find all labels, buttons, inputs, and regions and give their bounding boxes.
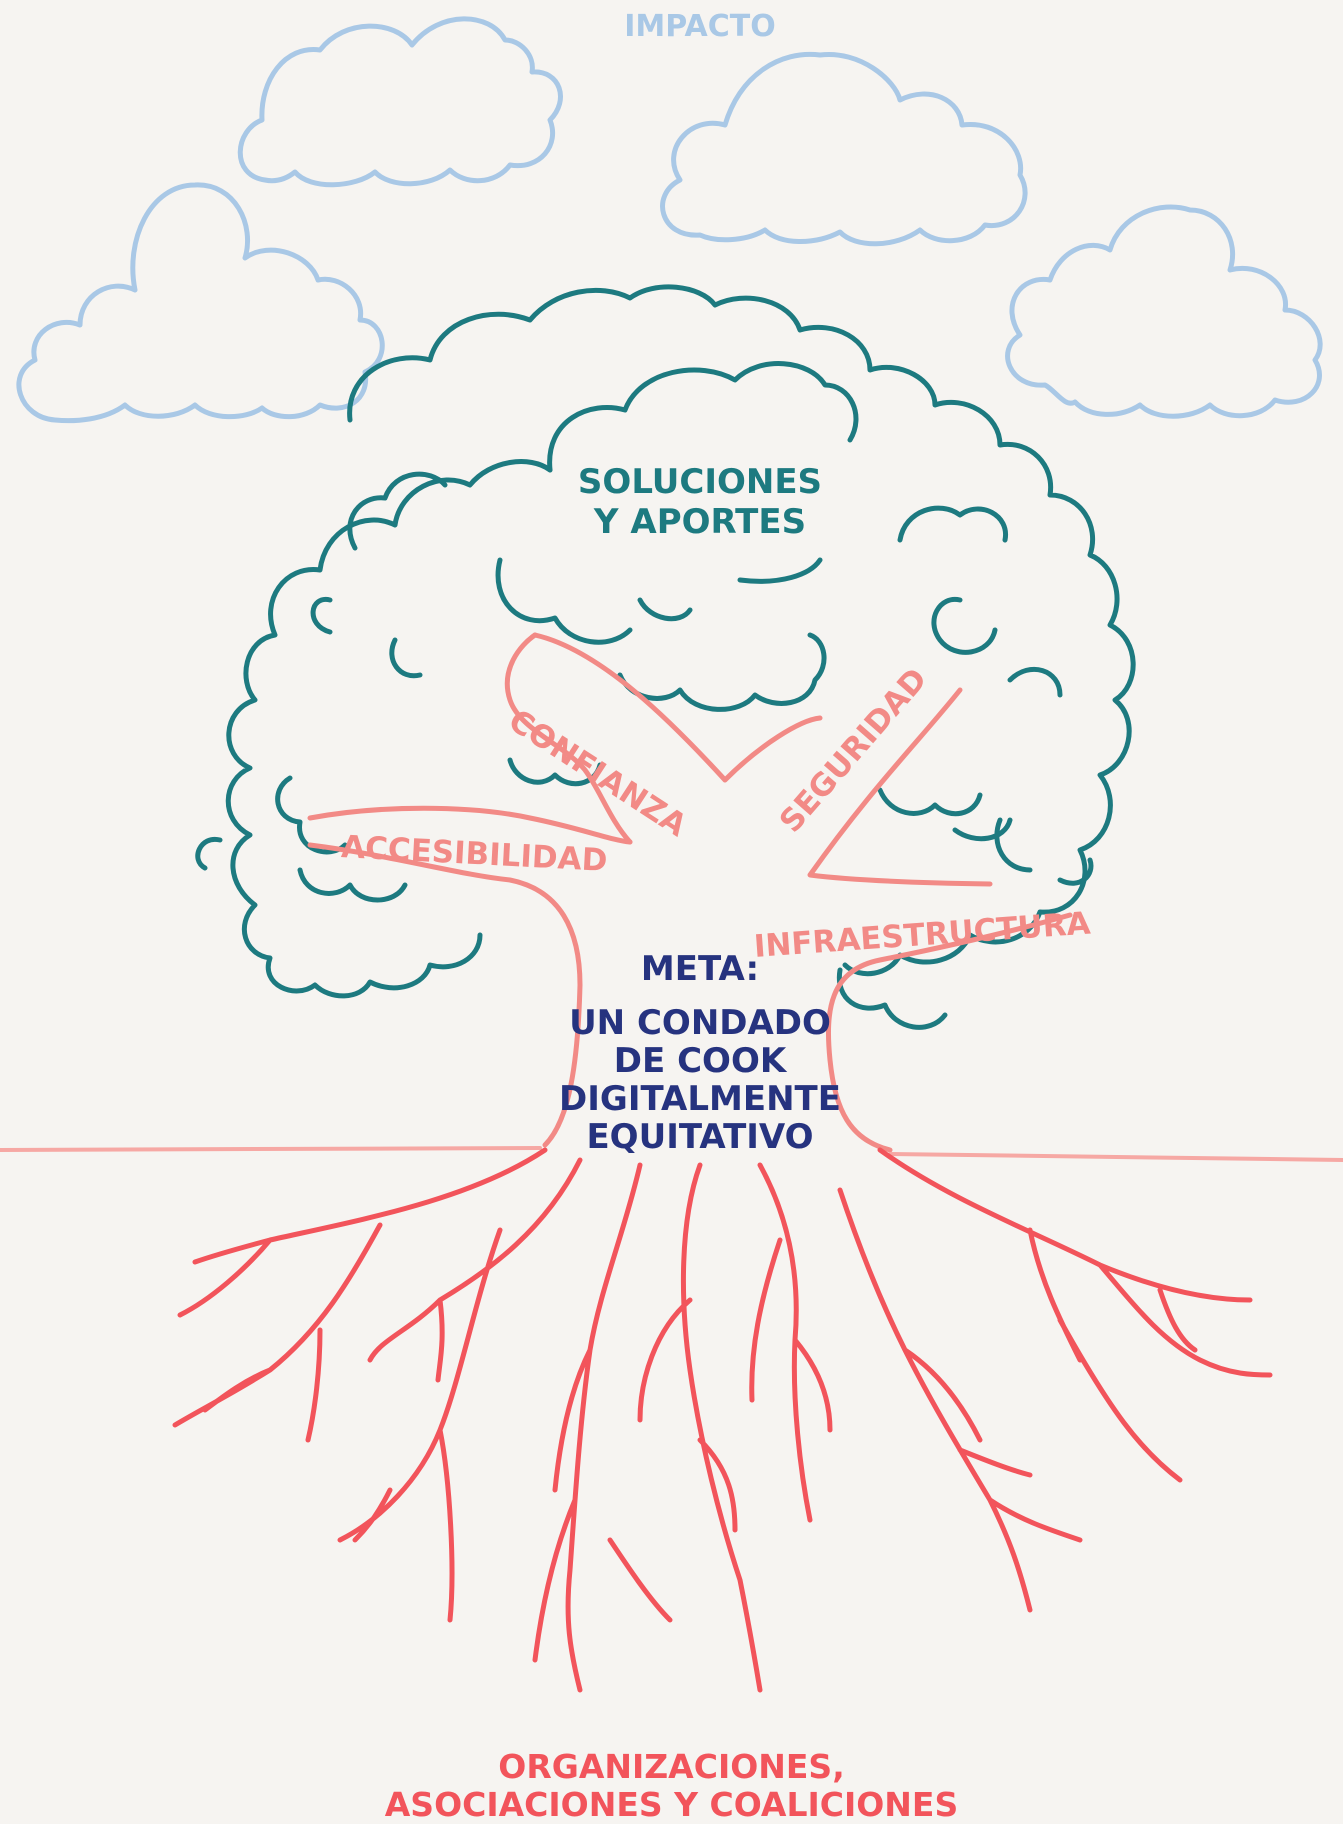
canopy-lobe-top bbox=[547, 361, 859, 473]
branch-seguridad bbox=[807, 687, 993, 887]
roots-line-1: ORGANIZACIONES, bbox=[498, 1747, 845, 1786]
ground-right bbox=[888, 1152, 1343, 1162]
trunk-left-side bbox=[307, 842, 583, 1148]
trunk-right-side bbox=[825, 912, 1073, 1153]
cloud-right bbox=[1005, 204, 1323, 419]
root-center-right bbox=[749, 1162, 833, 1523]
goal-line-1: UN CONDADO bbox=[569, 1003, 831, 1043]
impact-label: IMPACTO bbox=[624, 9, 776, 44]
goal-line-4: EQUITATIVO bbox=[586, 1117, 814, 1157]
canopy-line-2: Y APORTES bbox=[593, 502, 807, 542]
roots bbox=[172, 1147, 1273, 1693]
root-far-left bbox=[172, 1147, 548, 1443]
canopy-lobe-lower-left bbox=[195, 757, 603, 903]
clouds bbox=[16, 16, 1323, 424]
goal-title: META: bbox=[640, 949, 760, 989]
ground-left bbox=[0, 1145, 542, 1152]
roots-line-2: ASOCIACIONES Y COALICIONES bbox=[384, 1785, 959, 1824]
canopy bbox=[195, 284, 1136, 1030]
cloud-top-left bbox=[237, 16, 563, 188]
canopy-label: SOLUCIONES Y APORTES bbox=[520, 462, 880, 542]
goal-line-2: DE COOK bbox=[613, 1041, 787, 1081]
root-center-left bbox=[532, 1162, 673, 1693]
goal-label: META: UN CONDADO DE COOK DIGITALMENTE EQ… bbox=[520, 950, 880, 1156]
root-center bbox=[637, 1162, 763, 1693]
canopy-lobe-lower-right bbox=[836, 817, 1094, 1030]
ground-line bbox=[0, 1145, 1343, 1162]
cloud-left bbox=[16, 182, 385, 424]
branch-accesibilidad bbox=[307, 805, 633, 845]
goal-line-3: DIGITALMENTE bbox=[559, 1079, 841, 1119]
canopy-lobe-inner-left bbox=[310, 471, 448, 679]
roots-label: ORGANIZACIONES, ASOCIACIONES Y COALICION… bbox=[300, 1748, 1043, 1824]
root-right bbox=[837, 1187, 1083, 1613]
canopy-lobe-inner-right bbox=[877, 505, 1063, 842]
branch-fork bbox=[532, 632, 823, 783]
root-left bbox=[337, 1157, 583, 1623]
canopy-lobe-inner-mid bbox=[495, 557, 827, 712]
trunk bbox=[307, 632, 1073, 1153]
cloud-top-right bbox=[660, 51, 1028, 247]
canopy-line-1: SOLUCIONES bbox=[577, 462, 823, 502]
root-far-right bbox=[877, 1147, 1273, 1483]
branch-confianza bbox=[504, 632, 633, 845]
